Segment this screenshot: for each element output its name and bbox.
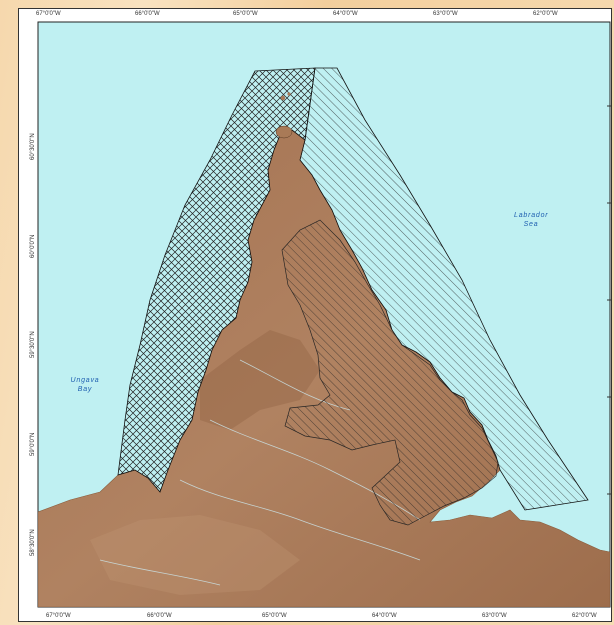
land-hatch-zone bbox=[281, 219, 499, 526]
label-ungava-bay: Ungava Bay bbox=[70, 377, 100, 393]
bottom-tick-6: 62°0'0"W bbox=[572, 613, 597, 619]
bottom-tick-5: 63°0'0"W bbox=[482, 613, 507, 619]
top-tick-1: 67°0'0"W bbox=[36, 11, 61, 17]
bottom-tick-3: 65°0'0"W bbox=[262, 613, 287, 619]
top-tick-2: 66°0'0"W bbox=[135, 11, 160, 17]
top-tick-4: 64°0'0"W bbox=[333, 11, 358, 17]
diagonal-hatch-zone bbox=[299, 67, 589, 511]
bottom-tick-1: 67°0'0"W bbox=[46, 613, 71, 619]
label-labrador-sea: Labrador Sea bbox=[514, 212, 549, 228]
island bbox=[280, 95, 286, 101]
top-tick-3: 65°0'0"W bbox=[233, 11, 258, 17]
relief-shade bbox=[90, 515, 300, 595]
top-tick-5: 63°0'0"W bbox=[433, 11, 458, 17]
relief-shade bbox=[200, 330, 320, 430]
island bbox=[275, 125, 293, 139]
top-tick-6: 62°0'0"W bbox=[533, 11, 558, 17]
bottom-tick-2: 66°0'0"W bbox=[147, 613, 172, 619]
river bbox=[179, 479, 421, 561]
bottom-tick-4: 64°0'0"W bbox=[372, 613, 397, 619]
river bbox=[99, 559, 221, 586]
cross-hatch-zone bbox=[117, 67, 316, 493]
island bbox=[287, 92, 291, 96]
